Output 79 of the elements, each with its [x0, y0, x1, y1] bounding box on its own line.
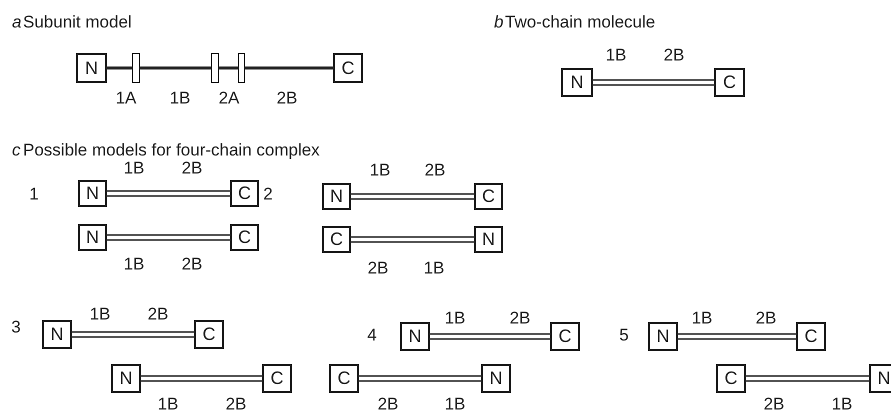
terminus-box: C [550, 322, 580, 351]
region-label: 1B [124, 256, 144, 272]
terminus-box: C [322, 226, 351, 253]
chain-line [107, 66, 132, 70]
terminus-box: N [474, 226, 503, 253]
double-chain-line [106, 234, 231, 241]
double-chain-line [71, 331, 195, 338]
terminus-box: C [262, 364, 292, 393]
region-label: 1B [170, 90, 190, 106]
panel-heading: Two-chain molecule [505, 14, 656, 30]
double-chain-line [350, 236, 475, 243]
terminus-box: C [333, 53, 363, 83]
terminus-box: C [329, 364, 359, 393]
terminus-box: C [194, 320, 224, 349]
segment-bar [238, 53, 245, 83]
terminus-box: N [400, 322, 430, 351]
chain-line [245, 66, 333, 70]
terminus-box: N [78, 224, 107, 251]
region-label: 1B [424, 260, 444, 276]
terminus-box: N [76, 53, 107, 83]
region-label: 2B [276, 90, 298, 106]
model-number: 2 [263, 186, 273, 202]
terminus-box: N [111, 364, 141, 393]
segment-bar [132, 53, 140, 83]
double-chain-line [350, 193, 475, 200]
panel-letter: a [12, 14, 22, 30]
segment-bar [211, 53, 219, 83]
terminus-box: N [78, 180, 107, 207]
model-number: 5 [619, 326, 629, 344]
double-chain-line [106, 190, 231, 197]
region-label: 2B [756, 310, 776, 326]
region-label: 2B [510, 310, 530, 326]
panel-letter: c [12, 142, 20, 158]
chain-line [219, 66, 238, 70]
panel-letter: b [494, 14, 504, 30]
terminus-box: C [796, 322, 826, 351]
region-label: 2B [664, 46, 684, 64]
terminus-box: C [716, 364, 746, 393]
region-label: 2B [424, 162, 446, 178]
terminus-box: N [42, 320, 72, 349]
region-label: 2B [226, 396, 246, 412]
terminus-box: C [474, 183, 503, 210]
double-chain-line [358, 375, 482, 382]
region-label: 1A [116, 90, 136, 106]
panel-heading: Possible models for four-chain complex [23, 142, 320, 158]
double-chain-line [140, 375, 263, 382]
region-label: 1B [124, 160, 144, 176]
region-label: 1B [606, 46, 626, 64]
chain-line [140, 66, 211, 70]
region-label: 2B [764, 396, 784, 412]
terminus-box: N [481, 364, 511, 393]
model-number: 1 [29, 186, 39, 202]
terminus-box: N [561, 68, 593, 97]
model-number: 3 [11, 318, 21, 336]
region-label: 1B [90, 306, 110, 322]
panel-heading: Subunit model [23, 14, 132, 30]
terminus-box: N [322, 183, 351, 210]
double-chain-line [429, 333, 551, 340]
region-label: 2B [182, 160, 202, 176]
model-number: 4 [367, 326, 377, 344]
terminus-box: C [714, 68, 745, 97]
region-label: 2B [148, 306, 168, 322]
terminus-box: C [230, 224, 259, 251]
region-label: 2A [218, 90, 240, 106]
region-label: 2B [368, 260, 388, 276]
terminus-box: C [230, 180, 259, 207]
region-label: 2B [378, 396, 398, 412]
terminus-box: N [869, 364, 891, 393]
region-label: 1B [158, 396, 178, 412]
double-chain-line [745, 375, 870, 382]
region-label: 1B [692, 310, 712, 326]
region-label: 2B [182, 256, 202, 272]
region-label: 1B [832, 396, 852, 412]
double-chain-line [677, 333, 797, 340]
region-label: 1B [444, 396, 466, 412]
region-label: 1B [444, 310, 466, 326]
region-label: 1B [370, 162, 390, 178]
terminus-box: N [648, 322, 678, 351]
double-chain-line [592, 79, 715, 86]
